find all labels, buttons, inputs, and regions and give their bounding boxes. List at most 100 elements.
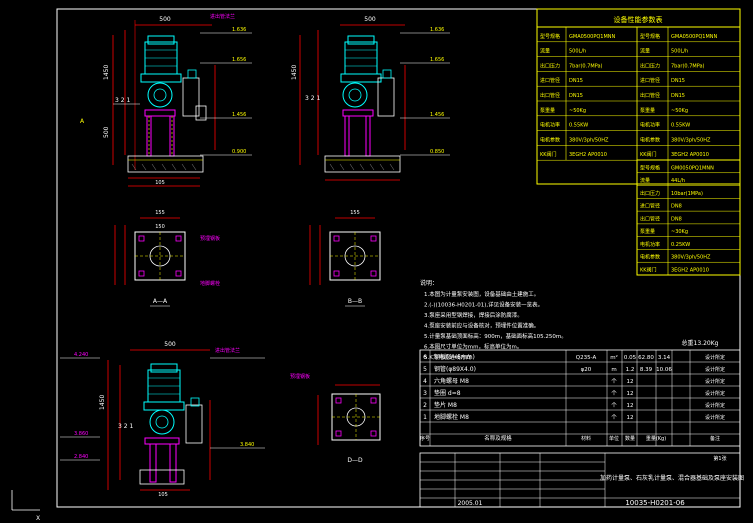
spec3-value: 0.25KW (671, 242, 690, 248)
spec1-label: 电机参数 (540, 136, 560, 143)
section-mark-a-left: A (80, 118, 85, 125)
spec3-value: ~30Kg (671, 229, 688, 235)
bom-qty: 1.2 (626, 367, 635, 373)
drawing-frame (56, 8, 741, 508)
spec1-value: 3EGH2 AP0010 (569, 152, 607, 158)
spec3-value: 380V/3ph/50HZ (671, 255, 711, 261)
spec2-label: 电机功率 (640, 122, 660, 129)
bom-spec: Q235-A (576, 355, 597, 361)
ucs-icon: X (11, 490, 40, 522)
elev-6: 1.656 (430, 57, 444, 63)
bom-remark: 设计所定 (705, 354, 725, 361)
spec2-value: DN15 (671, 78, 685, 84)
spec1-label: 型号规格 (540, 33, 560, 40)
bom-name: 垫片 M8 (434, 401, 457, 409)
drawing-title: 加药计量泵、石灰乳计量泵、混合器基础及泵座安装图 (600, 474, 744, 482)
dim-left-height: 1450 (103, 65, 110, 80)
spec1-label: 出口压力 (540, 62, 560, 69)
section-a-a-plan: 155 150 A—A 预埋钢板 地脚螺栓 (114, 210, 220, 307)
spec3-label: KK阀门 (640, 267, 657, 274)
part-tag-3: 3 2 1 (118, 423, 133, 430)
note-line: 2.(-)(10036-H0201-01),详见设备安装一览表。 (424, 301, 543, 309)
spec1-label: 出口管径 (540, 92, 560, 99)
elev-9: 4.240 (74, 352, 88, 358)
dim-left-height-3: 1450 (99, 395, 106, 410)
spec2-label: 电机参数 (640, 136, 660, 143)
pump-elevation-view-1: 500 1450 500 105 1.636 (80, 13, 252, 187)
pump-elevation-view-3: 500 1450 105 4.240 3.860 2.840 进出管法兰 3.8… (60, 341, 265, 498)
bom-header-weight: 重量(Kg) (646, 435, 666, 442)
bom-remark: 设计所定 (705, 390, 725, 397)
bom-qty: 12 (627, 415, 634, 421)
spec3-value: GM0050PQ1MNN (671, 165, 714, 171)
bom-header-unit: 单位 (609, 435, 619, 442)
spec2-value: DN15 (671, 93, 685, 99)
spec-table-title: 设备性能参数表 (614, 15, 663, 24)
bom-w1: 8.39 (640, 367, 653, 373)
bom-no: 2 (423, 402, 427, 409)
dim-top-2: 500 (364, 16, 376, 23)
spec3-value: DN8 (671, 216, 682, 222)
note-line: 3.泵座采用型钢焊接，焊接后涂防腐漆。 (424, 311, 523, 319)
note-line: 5.计量泵基础顶面标高：900m，基础面标高105.250m。 (424, 332, 567, 340)
spec2-value: ~50Kg (671, 108, 688, 114)
bom-unit: 个 (611, 402, 617, 409)
bom-unit: 个 (611, 390, 617, 397)
note-line: 1.本图为计量泵安装图，设备基础由土建施工。 (424, 290, 539, 298)
pump-elevation-view-2: 500 1450 1.636 1.656 1.456 0.850 3 2 1 (291, 16, 450, 181)
bom-qty: 12 (627, 379, 634, 385)
spec1-label: 进口管径 (540, 77, 560, 84)
leader-label-3: 进出管法兰 (215, 347, 240, 354)
spec3-value: 3EGH2 AP0010 (671, 268, 709, 274)
spec1-value: 380V/3ph/50HZ (569, 137, 609, 143)
spec1-value: 0.55KW (569, 123, 588, 129)
spec3-label: 进口管径 (640, 203, 660, 210)
bom-remark: 设计所定 (705, 366, 725, 373)
spec3-label: 型号规格 (640, 164, 660, 171)
bom-name: 钢管(φ89X4.0) (434, 365, 476, 373)
leader-aa-2: 地脚螺栓 (200, 280, 220, 287)
spec2-value: GMA0500PQ1MNN (671, 34, 718, 40)
bom-no: 3 (423, 390, 427, 397)
section-b-b-plan: 155 B—B (309, 210, 381, 307)
spec3-label: 电机功率 (640, 241, 660, 248)
bom-name: 地脚螺栓 M8 (434, 413, 469, 421)
spec1-label: KK阀门 (540, 151, 557, 158)
bom-remark: 设计所定 (705, 402, 725, 409)
notes-block: 说明： 1.本图为计量泵安装图，设备基础由土建施工。 2.(-)(10036-H0… (420, 279, 567, 361)
bom-header-spec: 材料 (581, 435, 591, 442)
spec2-value: 3EGH2 AP0010 (671, 152, 709, 158)
spec1-value: 500L/h (569, 49, 586, 55)
elev-4: 0.900 (232, 149, 246, 155)
bom-remark: 设计所定 (705, 414, 725, 421)
note-line: 5.K为电缆进线方向 (424, 353, 471, 361)
spec3-label: 出口管径 (640, 215, 660, 222)
spec1-label: 电机功率 (540, 122, 560, 129)
bom-remark: 设计所定 (705, 378, 725, 385)
spec2-label: 流量 (640, 48, 650, 55)
bom-unit: 个 (611, 414, 617, 421)
spec2-label: 进口管径 (640, 77, 660, 84)
spec3-label: 电机参数 (640, 254, 660, 261)
svg-text:X: X (36, 515, 40, 522)
spec1-value: 7bar(0.7MPa) (569, 63, 603, 69)
spec1-value: DN15 (569, 93, 583, 99)
bom-w2: 10.06 (656, 367, 672, 373)
dim-bb-1: 155 (350, 210, 360, 216)
spec2-value: 7bar(0.7MPa) (671, 63, 705, 69)
bom-no: 4 (423, 378, 427, 385)
bom-header-name: 名称及规格 (484, 434, 512, 442)
notes-title: 说明： (420, 279, 438, 287)
spec2-label: 型号规格 (640, 33, 660, 40)
spec2-label: 出口压力 (640, 62, 660, 69)
bom-header-no: 序号 (420, 435, 430, 442)
bom-qty: 12 (627, 403, 634, 409)
spec2-label: KK阀门 (640, 151, 657, 158)
bom-qty: 12 (627, 391, 634, 397)
elev-11: 2.840 (74, 454, 88, 460)
bom-w2: 3.14 (658, 355, 671, 361)
bom-qty: 0.05 (624, 355, 637, 361)
spec2-value: 0.55KW (671, 123, 690, 129)
spec1-value: DN15 (569, 78, 583, 84)
